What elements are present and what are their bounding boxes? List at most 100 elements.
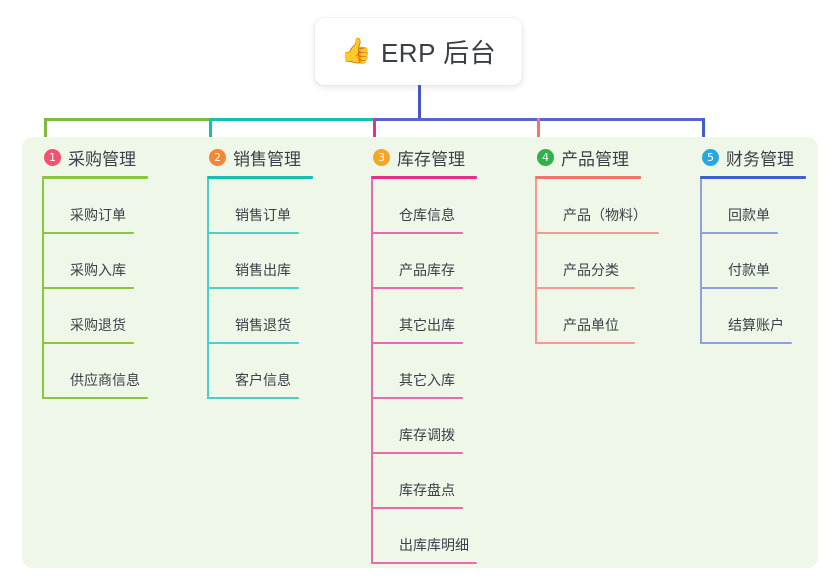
root-stem xyxy=(418,85,421,121)
leaf-label: 产品单位 xyxy=(563,317,619,333)
leaf-item[interactable]: 库存调拨 xyxy=(371,399,477,454)
leaf-item[interactable]: 产品库存 xyxy=(371,234,477,289)
leaf-item[interactable]: 仓库信息 xyxy=(371,179,477,234)
branch-leaf-list-4: 产品（物料） 产品分类产品单位 xyxy=(535,179,659,344)
leaf-label: 其它出库 xyxy=(399,317,455,333)
branch-drop-1 xyxy=(44,118,47,140)
root-node[interactable]: 👍 ERP 后台 xyxy=(315,18,522,85)
leaf-item[interactable]: 销售订单 xyxy=(207,179,313,234)
leaf-rule xyxy=(371,452,463,454)
leaf-rule xyxy=(371,342,463,344)
leaf-label: 库存盘点 xyxy=(399,482,455,498)
leaf-label: 采购订单 xyxy=(70,207,126,223)
leaf-label: 产品库存 xyxy=(399,262,455,278)
branch-leaf-list-2: 销售订单销售出库销售退货客户信息 xyxy=(207,179,313,399)
leaf-label: 出库库明细 xyxy=(399,537,469,553)
branch-column-4: 4 产品管理产品（物料） 产品分类产品单位 xyxy=(535,144,659,344)
leaf-label: 采购入库 xyxy=(70,262,126,278)
branch-label-1: 采购管理 xyxy=(68,149,136,169)
leaf-item[interactable]: 其它入库 xyxy=(371,344,477,399)
branch-column-2: 2 销售管理销售订单销售出库销售退货客户信息 xyxy=(207,144,313,399)
leaf-item[interactable]: 回款单 xyxy=(700,179,806,234)
leaf-item[interactable]: 销售出库 xyxy=(207,234,313,289)
branch-rule-2 xyxy=(207,176,313,179)
leaf-rule xyxy=(371,562,477,564)
leaf-rule xyxy=(371,507,463,509)
branch-spine-1 xyxy=(42,179,44,399)
thumbs-up-icon: 👍 xyxy=(340,37,372,65)
branch-column-3: 3 库存管理仓库信息产品库存其它出库其它入库库存调拨库存盘点出库库明细 xyxy=(371,144,477,564)
leaf-label: 销售退货 xyxy=(235,317,291,333)
leaf-label: 客户信息 xyxy=(235,372,291,388)
leaf-rule xyxy=(371,232,463,234)
leaf-label: 供应商信息 xyxy=(70,372,140,388)
branch-spine-4 xyxy=(535,179,537,344)
leaf-item[interactable]: 付款单 xyxy=(700,234,806,289)
leaf-item[interactable]: 采购入库 xyxy=(42,234,148,289)
leaf-item[interactable]: 客户信息 xyxy=(207,344,313,399)
leaf-item[interactable]: 采购订单 xyxy=(42,179,148,234)
leaf-label: 仓库信息 xyxy=(399,207,455,223)
leaf-item[interactable]: 结算账户 xyxy=(700,289,806,344)
branch-leaf-list-3: 仓库信息产品库存其它出库其它入库库存调拨库存盘点出库库明细 xyxy=(371,179,477,564)
branch-drop-4 xyxy=(537,118,540,140)
leaf-item[interactable]: 产品（物料） xyxy=(535,179,659,234)
bus-segment-green xyxy=(44,118,212,121)
leaf-label: 采购退货 xyxy=(70,317,126,333)
leaf-label: 付款单 xyxy=(728,262,770,278)
leaf-item[interactable]: 采购退货 xyxy=(42,289,148,344)
leaf-rule xyxy=(207,397,299,399)
root-node-content: 👍 ERP 后台 xyxy=(341,33,496,70)
leaf-rule xyxy=(700,342,792,344)
branch-header-2[interactable]: 2 销售管理 xyxy=(207,144,313,170)
branch-header-1[interactable]: 1 采购管理 xyxy=(42,144,148,170)
branch-rule-5 xyxy=(700,176,806,179)
leaf-label: 产品（物料） xyxy=(563,207,647,223)
leaf-rule xyxy=(207,232,299,234)
leaf-item[interactable]: 出库库明细 xyxy=(371,509,477,564)
branch-leaf-list-1: 采购订单采购入库采购退货供应商信息 xyxy=(42,179,148,399)
leaf-rule xyxy=(42,287,134,289)
leaf-label: 产品分类 xyxy=(563,262,619,278)
leaf-rule xyxy=(700,287,778,289)
leaf-label: 其它入库 xyxy=(399,372,455,388)
leaf-rule xyxy=(700,232,778,234)
branch-spine-2 xyxy=(207,179,209,399)
leaf-item[interactable]: 供应商信息 xyxy=(42,344,148,399)
branch-label-2: 销售管理 xyxy=(233,149,301,169)
leaf-label: 回款单 xyxy=(728,207,770,223)
branch-spine-5 xyxy=(700,179,702,344)
branch-header-3[interactable]: 3 库存管理 xyxy=(371,144,477,170)
bus-segment-teal xyxy=(209,118,376,121)
branch-label-4: 产品管理 xyxy=(561,149,629,169)
leaf-item[interactable]: 产品分类 xyxy=(535,234,641,289)
branch-badge-4: 4 xyxy=(537,148,554,166)
leaf-item[interactable]: 产品单位 xyxy=(535,289,641,344)
branch-badge-2: 2 xyxy=(209,148,226,166)
leaf-label: 销售订单 xyxy=(235,207,291,223)
branch-leaf-list-5: 回款单付款单结算账户 xyxy=(700,179,806,344)
leaf-label: 结算账户 xyxy=(728,317,784,333)
branch-label-3: 库存管理 xyxy=(397,149,465,169)
leaf-rule xyxy=(42,232,134,234)
leaf-label: 库存调拨 xyxy=(399,427,455,443)
branches-panel xyxy=(22,137,818,568)
branch-column-1: 1 采购管理采购订单采购入库采购退货供应商信息 xyxy=(42,144,148,399)
leaf-label: 销售出库 xyxy=(235,262,291,278)
branch-drop-2 xyxy=(209,118,212,140)
branch-badge-5: 5 xyxy=(702,148,719,166)
branch-rule-1 xyxy=(42,176,148,179)
leaf-item[interactable]: 其它出库 xyxy=(371,289,477,344)
branch-badge-1: 1 xyxy=(44,148,61,166)
leaf-rule xyxy=(207,342,299,344)
leaf-item[interactable]: 库存盘点 xyxy=(371,454,477,509)
branch-badge-3: 3 xyxy=(373,148,390,166)
leaf-item[interactable]: 销售退货 xyxy=(207,289,313,344)
branch-rule-4 xyxy=(535,176,641,179)
leaf-rule xyxy=(371,287,463,289)
branch-header-4[interactable]: 4 产品管理 xyxy=(535,144,641,170)
branch-drop-3 xyxy=(373,118,376,140)
